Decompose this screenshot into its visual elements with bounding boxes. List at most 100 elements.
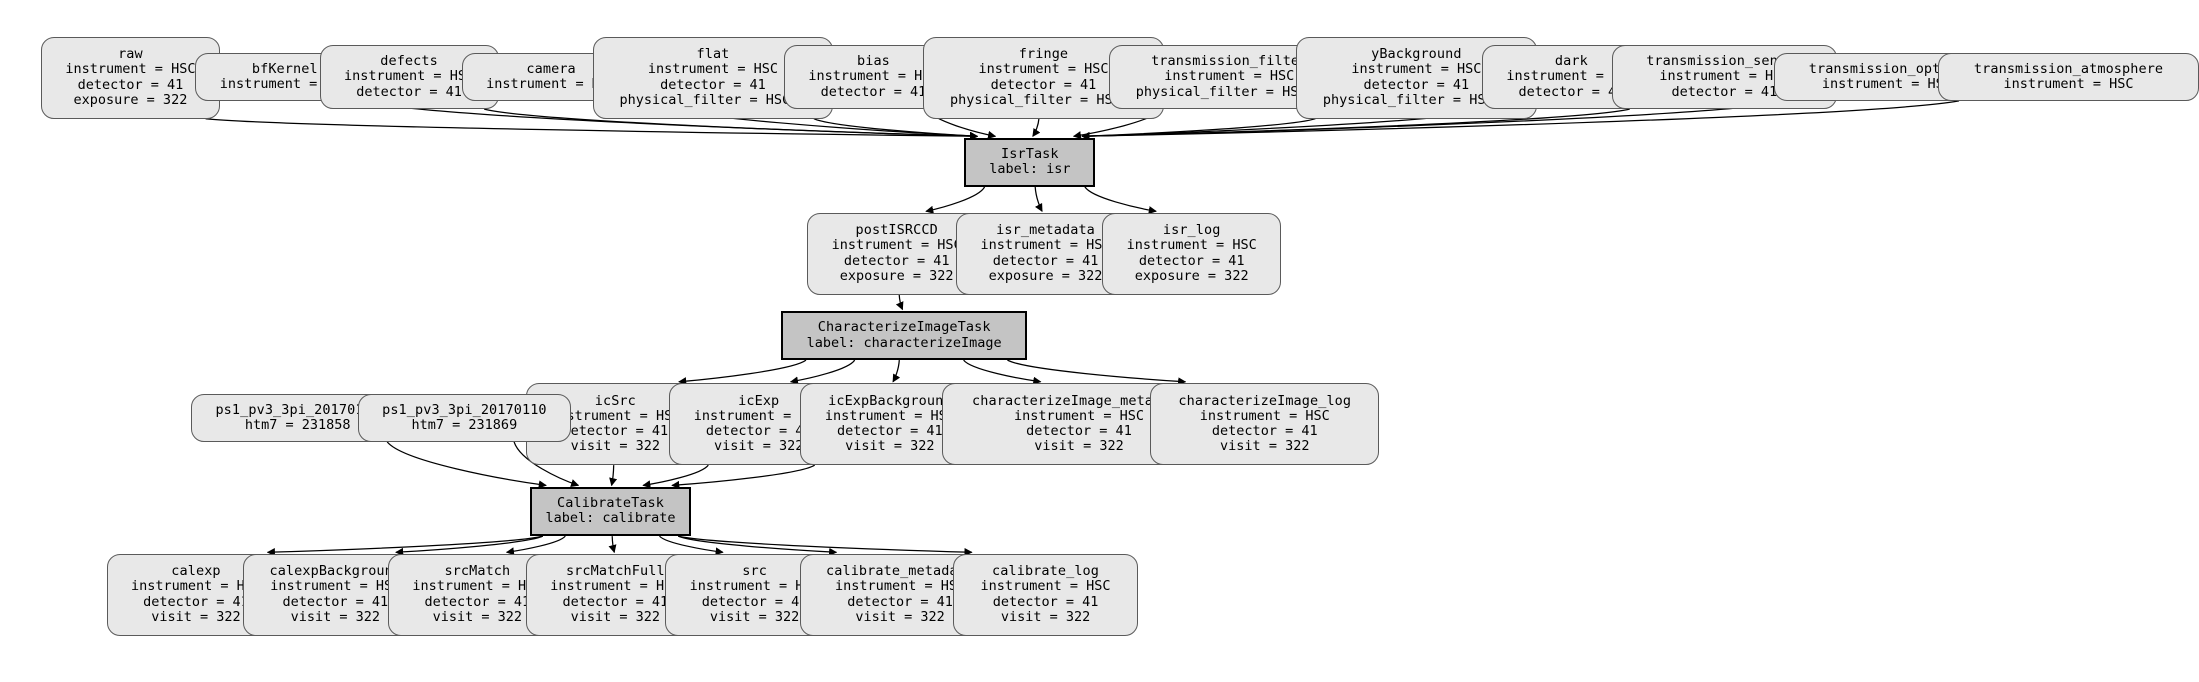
node-attribute: instrument = HSC — [1659, 68, 1790, 85]
node-title: IsrTask — [1001, 146, 1059, 162]
node-attribute: visit = 322 — [290, 608, 380, 625]
node-title: calexp — [171, 563, 221, 580]
node-attribute: detector = 41 — [1211, 423, 1318, 440]
node-title: CalibrateTask — [557, 495, 664, 512]
node-title: flat — [696, 46, 730, 63]
graph-edge-icExp-to-CalibrateTask — [642, 464, 709, 489]
node-attribute: instrument = HSC — [1126, 237, 1257, 254]
node-attribute: detector = 41 — [562, 423, 669, 440]
graph-edge-icSrc-to-CalibrateTask — [609, 465, 618, 487]
node-title: isr_metadata — [996, 222, 1095, 239]
node-title: characterizeImage_metadata — [972, 392, 1186, 409]
node-title: ps1_pv3_3pi_20170110 — [382, 401, 547, 418]
graph-edge-fringe-to-IsrTask — [1032, 118, 1041, 137]
graph-edge-CalibrateTask-to-calexp — [266, 535, 543, 557]
node-attribute: instrument = HSC — [1351, 61, 1482, 78]
node-attribute: exposure = 322 — [73, 92, 188, 109]
node-attribute: visit = 322 — [714, 438, 804, 455]
node-attribute: exposure = 322 — [839, 267, 954, 284]
node-attribute: instrument = HSC — [980, 237, 1111, 254]
node-attribute: instrument = HSC — [824, 407, 955, 424]
node-attribute: visit = 322 — [1000, 608, 1091, 625]
node-title: icSrc — [594, 392, 636, 409]
node-attribute: physical_filter = HSC-Y — [1135, 83, 1323, 100]
node-attribute: instrument = HSC — [219, 76, 350, 93]
graph-edge-yBackground-to-IsrTask — [1081, 118, 1316, 141]
node-attribute: instrument = HSC — [1821, 76, 1952, 93]
node-attribute: detector = 41 — [660, 76, 766, 93]
graph-edge-CharacterizeImageTask-to-icExp — [789, 359, 856, 385]
node-attribute: instrument = HSC — [412, 578, 543, 595]
node-attribute: detector = 41 — [1671, 83, 1778, 100]
node-attribute: detector = 41 — [992, 252, 1099, 269]
graph-edge-CharacterizeImageTask-to-icExpBackground — [892, 360, 901, 383]
graph-edge-postISRCCD-to-CharacterizeImageTask — [895, 294, 904, 311]
node-title: fringe — [1018, 46, 1069, 63]
node-attribute: detector = 41 — [990, 76, 1097, 93]
node-attribute: detector = 41 — [1363, 76, 1470, 93]
node-attribute: detector = 41 — [562, 593, 669, 610]
node-attribute: exposure = 322 — [1134, 267, 1249, 284]
node-title: bias — [856, 53, 890, 70]
node-attribute: instrument = HSC — [1013, 407, 1145, 424]
node-attribute: visit = 322 — [1220, 438, 1310, 455]
node-attribute: instrument = HSC — [486, 76, 617, 93]
node-attribute: visit = 322 — [855, 608, 945, 625]
graph-edge-CalibrateTask-to-calibrate_log — [678, 535, 973, 557]
node-attribute: detector = 41 — [837, 423, 943, 440]
node-attribute: visit = 322 — [570, 608, 660, 625]
node-title: isr_log — [1162, 222, 1221, 239]
node-title: srcMatchFull — [565, 563, 665, 580]
node-attribute: detector = 41 — [843, 252, 950, 269]
node-attribute: detector = 41 — [356, 83, 462, 100]
graph-edge-raw-to-IsrTask — [205, 118, 979, 141]
node-title: icExp — [738, 392, 780, 409]
node-title: yBackground — [1371, 46, 1462, 63]
node-attribute: instrument = HSC — [550, 407, 681, 424]
graph-edge-CalibrateTask-to-srcMatch — [505, 535, 566, 556]
node-attribute: htm7 = 231869 — [411, 417, 518, 434]
node-attribute: visit = 322 — [432, 608, 523, 625]
node-attribute: detector = 41 — [701, 593, 808, 610]
node-attribute: detector = 41 — [143, 593, 249, 610]
node-attribute: physical_filter = HSC-Y — [619, 92, 807, 109]
graph-edge-flat-to-IsrTask — [813, 118, 979, 140]
node-attribute: instrument = HSC — [980, 578, 1111, 595]
node-attribute: physical_filter = HSC-Y — [1322, 92, 1510, 109]
graph-edge-CharacterizeImageTask-to-characterizeImage_log — [1007, 359, 1187, 386]
node-attribute: exposure = 322 — [988, 267, 1103, 284]
node-title: calibrate_metadata — [826, 563, 975, 580]
node-attribute: label: characterizeImage — [806, 334, 1002, 351]
node-attribute: instrument = HSC — [835, 578, 966, 595]
node-attribute: instrument = HSC — [130, 578, 262, 595]
node-attribute: instrument = HSC — [550, 578, 681, 595]
node-attribute: detector = 41 — [1518, 83, 1625, 100]
graph-edge-CalibrateTask-to-calibrate_metadata — [677, 535, 838, 556]
node-title: postISRCCD — [855, 222, 938, 239]
node-attribute: instrument = HSC — [1506, 68, 1637, 85]
graph-edge-IsrTask-to-isr_log — [1084, 186, 1157, 215]
node-attribute: instrument = HSC — [978, 61, 1109, 78]
node-title: calibrate_log — [992, 563, 1100, 580]
node-title: srcMatch — [444, 563, 511, 580]
node-title: icExpBackground — [828, 392, 952, 409]
node-attribute: visit = 322 — [570, 438, 660, 455]
node-attribute: instrument = HSC — [344, 68, 475, 85]
node-attribute: detector = 41 — [1026, 423, 1132, 440]
node-attribute: detector = 41 — [424, 593, 531, 610]
node-title: raw — [118, 46, 143, 63]
node-attribute: physical_filter = HSC-Y — [950, 92, 1137, 109]
node-title: characterizeImage_log — [1178, 392, 1352, 409]
node-attribute: detector = 41 — [1138, 252, 1245, 269]
